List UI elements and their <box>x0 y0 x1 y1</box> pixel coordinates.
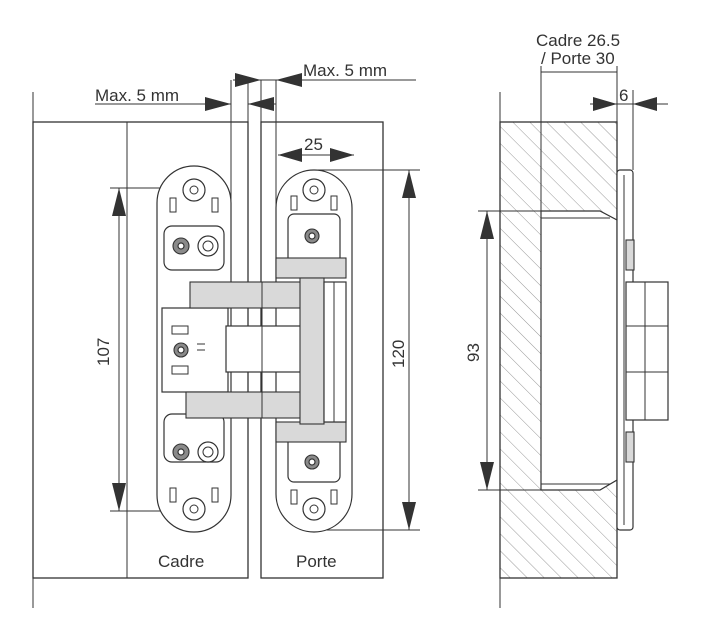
adjust-screw-icon <box>197 441 219 463</box>
side-view: Cadre 26.5 / Porte 30 6 93 <box>464 31 669 608</box>
height-120-label: 120 <box>389 340 408 368</box>
height-93-label: 93 <box>464 343 483 362</box>
frame-label: Cadre <box>158 552 204 571</box>
gap-right-label: Max. 5 mm <box>303 61 387 80</box>
adjust-screw-icon <box>197 235 219 257</box>
depth-label-line2: / Porte 30 <box>541 49 615 68</box>
hinge-arms <box>185 277 347 425</box>
front-view: Max. 5 mm Max. 5 mm 25 107 120 <box>32 61 420 608</box>
depth-6-label: 6 <box>619 86 628 105</box>
width-25-label: 25 <box>304 135 323 154</box>
height-107-label: 107 <box>94 338 113 366</box>
door-label: Porte <box>296 552 337 571</box>
hinge-frame-body <box>156 165 232 533</box>
gap-left-label: Max. 5 mm <box>95 86 179 105</box>
depth-label-line1: Cadre 26.5 <box>536 31 620 50</box>
